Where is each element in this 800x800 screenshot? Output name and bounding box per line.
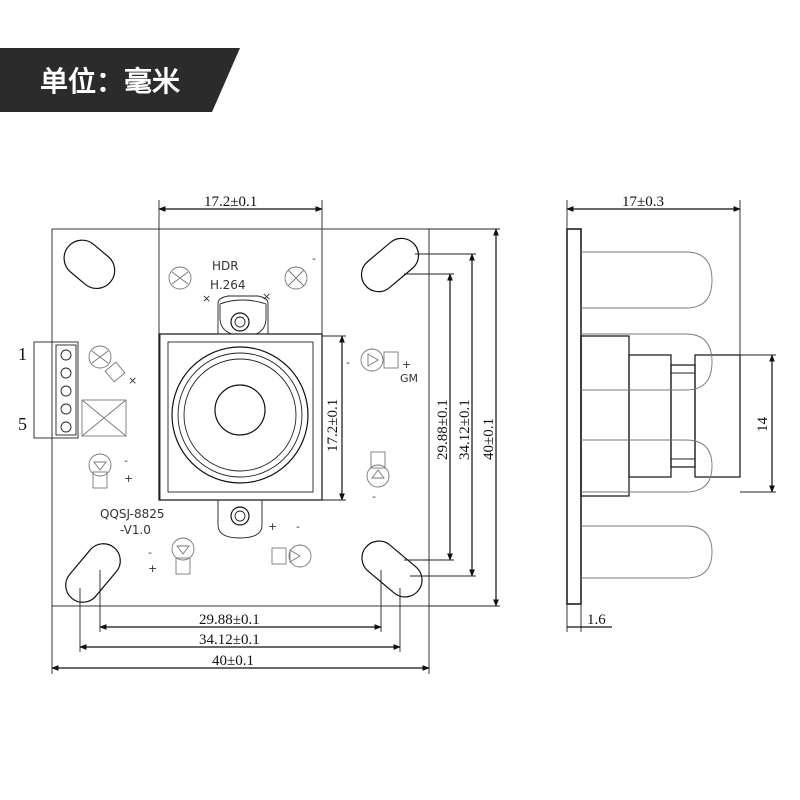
svg-text:40±0.1: 40±0.1	[212, 653, 254, 669]
mounting-slot-bottom-left	[65, 543, 121, 603]
side-lens-holder	[580, 335, 630, 497]
side-pcb	[566, 228, 582, 605]
ir-led-right-low: -	[366, 451, 390, 503]
pin-label-1: 1	[18, 344, 27, 364]
photoresistor	[81, 399, 127, 437]
svg-text:17.2±0.1: 17.2±0.1	[325, 399, 341, 452]
lens-holder-inner	[167, 341, 314, 493]
svg-text:-: -	[148, 546, 152, 559]
svg-text:29.88±0.1: 29.88±0.1	[435, 399, 451, 460]
svg-text:+: +	[148, 562, 157, 575]
dim-board-thickness: 1.6	[566, 604, 612, 632]
svg-text:×: ×	[262, 290, 271, 303]
silk-model: QQSJ-8825	[100, 507, 165, 521]
silk-gm: GM	[400, 372, 418, 385]
lens-holder-ear-bottom	[217, 500, 263, 539]
lens-holder-ear-top	[217, 295, 269, 335]
dim-hole-outer-horizontal: 34.12±0.1	[79, 588, 401, 652]
dim-board-height: 40±0.1	[429, 228, 500, 607]
svg-text:1.6: 1.6	[587, 612, 606, 628]
dim-hole-outer-vertical: 34.12±0.1	[410, 253, 476, 577]
dim-lens-height: 17.2±0.1	[322, 335, 346, 501]
side-view: 17±0.3 14 1.6	[566, 194, 776, 632]
mounting-slot-bottom-right	[361, 540, 423, 598]
pcb-outline	[51, 228, 430, 607]
svg-text:+: +	[124, 472, 133, 485]
svg-text:-: -	[346, 356, 350, 369]
svg-text:17±0.3: 17±0.3	[622, 194, 664, 210]
dim-board-width: 40±0.1	[51, 606, 430, 674]
silk-hdr: HDR	[212, 259, 239, 273]
svg-text:+: +	[268, 520, 277, 533]
front-view: 1 5 × × - × - +	[18, 194, 500, 674]
screw-hole-bottom	[230, 506, 250, 526]
unit-banner-bg	[0, 48, 240, 112]
side-lens-barrel	[628, 354, 672, 478]
svg-text:14: 14	[755, 417, 771, 433]
svg-text:40±0.1: 40±0.1	[481, 418, 497, 460]
unit-banner: 单位：毫米	[0, 48, 240, 112]
silk-h264: H.264	[210, 278, 246, 292]
svg-text:-: -	[372, 490, 376, 503]
unit-label: 单位：毫米	[40, 65, 180, 98]
svg-text:×: ×	[202, 292, 211, 305]
dim-hole-spacing-vertical: 29.88±0.1	[404, 273, 454, 561]
connector-header: 1 5	[18, 341, 79, 439]
ir-led-left-low: - +	[88, 453, 133, 489]
dim-hole-spacing-horizontal: 29.88±0.1	[99, 570, 382, 632]
dim-lens-diameter: 14	[740, 354, 776, 493]
ir-led-left-mid: ×	[88, 345, 137, 387]
dim-lens-width: 17.2±0.1	[158, 194, 323, 334]
mounting-slot-top-right	[360, 237, 420, 293]
svg-text:-: -	[312, 252, 316, 265]
pin-label-5: 5	[18, 414, 27, 434]
ir-led-bottom-right: + -	[268, 520, 312, 568]
lens-holder	[158, 295, 323, 539]
svg-text:-: -	[296, 520, 300, 533]
svg-text:+: +	[402, 358, 411, 371]
lens-glass	[214, 384, 266, 436]
svg-text:34.12±0.1: 34.12±0.1	[457, 399, 473, 460]
ir-led-top-left: ×	[168, 266, 211, 305]
ir-led-bottom-left: - +	[148, 537, 195, 575]
lens-barrel-ring	[177, 352, 303, 478]
svg-text:34.12±0.1: 34.12±0.1	[199, 632, 260, 648]
screw-hole-top	[230, 312, 250, 332]
ir-led-right-mid: - + GM	[346, 348, 418, 385]
svg-text:×: ×	[128, 374, 137, 387]
ir-led-top-right: × -	[262, 252, 316, 303]
silk-version: -V1.0	[120, 523, 151, 537]
dim-total-depth: 17±0.3	[566, 194, 741, 355]
svg-text:29.88±0.1: 29.88±0.1	[199, 612, 260, 628]
mounting-slot-top-left	[63, 239, 116, 290]
svg-text:17.2±0.1: 17.2±0.1	[204, 194, 257, 210]
side-ir-leds	[581, 251, 713, 579]
lens-barrel-outer	[171, 346, 309, 484]
side-lens-front	[694, 354, 741, 478]
svg-text:-: -	[124, 454, 128, 467]
